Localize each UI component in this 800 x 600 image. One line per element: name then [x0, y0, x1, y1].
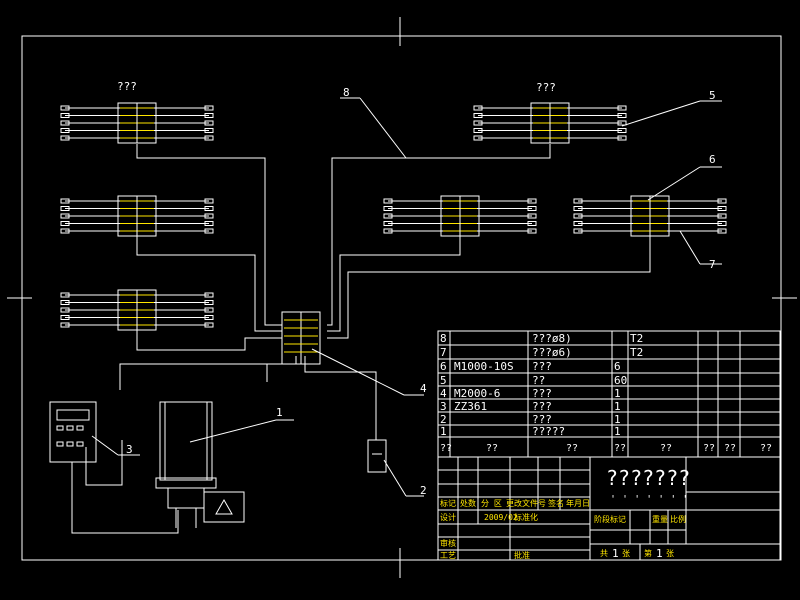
tb-total-label: 共: [600, 549, 608, 558]
tb-scale-label: 比例: [670, 514, 686, 524]
main-distributor: [281, 311, 321, 365]
callout-7: 7: [709, 258, 716, 271]
tb-stage-label: 阶段标记: [594, 514, 626, 524]
callout-2: 2: [420, 484, 427, 497]
distributor-block-mid-right: [573, 195, 727, 237]
bom-cell-qty: 1: [614, 387, 621, 400]
distributor-block-top-right: [473, 102, 627, 144]
bom-cell-qty: 1: [614, 413, 621, 426]
tb-approve-label: 批准: [514, 550, 530, 560]
callout-4: 4: [420, 382, 427, 395]
bom-cell-code: ZZ361: [454, 400, 487, 413]
bom-header-cell: ??: [440, 443, 452, 454]
group-label-right: ???: [536, 81, 556, 94]
leader-lines: [91, 97, 722, 497]
bom-header-cell: ??: [486, 443, 498, 454]
bom-cell-qty: 60: [614, 374, 627, 387]
drawing-frame: [7, 17, 797, 578]
distributor-block-mid-center: [383, 195, 537, 237]
pressure-switch: [367, 439, 387, 473]
bom-cell-qty: 1: [614, 425, 621, 438]
bom-cell-name: ??: [532, 374, 545, 387]
tb-date-value: 2009/02: [484, 513, 518, 522]
bom-cell-no: 2: [440, 413, 447, 426]
tb-std-label: 标准化: [514, 512, 538, 522]
distributor-block-bottom-left: [60, 289, 214, 331]
tb-weight-label: 重量: [652, 514, 668, 524]
bom-cell-no: 5: [440, 374, 447, 387]
bom-cell-mat: T2: [630, 346, 643, 359]
bom-cell-code: M1000-10S: [454, 360, 514, 373]
callout-1: 1: [276, 406, 283, 419]
bom-cell-name: ???: [532, 400, 552, 413]
tb-label-date: 年月日: [566, 498, 590, 508]
bom-cell-no: 1: [440, 425, 447, 438]
bom-header-cell: ??: [614, 443, 626, 454]
pump-assembly: [155, 401, 245, 528]
bom-cell-name: ???ø8): [532, 332, 572, 345]
tb-review-label: 审核: [440, 538, 456, 548]
bom-header-cell: ??: [724, 443, 736, 454]
controller-box: [49, 401, 97, 463]
callout-3: 3: [126, 443, 133, 456]
tb-label-mark: 标记: [440, 498, 456, 508]
tb-label-sign: 签名: [548, 498, 564, 508]
bom-cell-no: 7: [440, 346, 447, 359]
tb-label-count: 处数: [460, 498, 476, 508]
distributor-block-mid-left: [60, 195, 214, 237]
bom-header-cell: ??: [660, 443, 672, 454]
bom-cell-mat: T2: [630, 332, 643, 345]
bom-cell-no: 4: [440, 387, 447, 400]
group-label-left: ???: [117, 80, 137, 93]
tb-process-label: 工艺: [440, 551, 456, 560]
bom-cell-name: ???: [532, 360, 552, 373]
bom-cell-qty: 6: [614, 360, 621, 373]
bom-header-cell: ??: [703, 443, 715, 454]
distributor-blocks: [60, 102, 727, 331]
tb-page-suffix: 张: [666, 549, 674, 558]
title-block: [437, 456, 781, 561]
bom-cell-qty: 1: [614, 400, 621, 413]
tb-label-change-doc: 更改文件号: [506, 498, 546, 508]
tb-total-value: 1: [612, 547, 619, 560]
bom-header-cell: ??: [760, 443, 772, 454]
tb-sheet-label: 张: [622, 549, 630, 558]
bom-cell-no: 6: [440, 360, 447, 373]
bom-cell-name: ???: [532, 413, 552, 426]
bom-cell-no: 3: [440, 400, 447, 413]
bom-header-cell: ??: [566, 443, 578, 454]
drawing-title-marks: ' ' ' ' ' ' ': [610, 494, 688, 505]
bom-cell-name: ???ø6): [532, 346, 572, 359]
bom-cell-code: M2000-6: [454, 387, 500, 400]
tb-page-value: 1: [656, 547, 663, 560]
tb-design-label: 设计: [440, 512, 456, 522]
drawing-title: ???????: [606, 466, 690, 490]
bom-cell-no: 8: [440, 332, 447, 345]
bom-cell-name: ?????: [532, 425, 565, 438]
callout-6: 6: [709, 153, 716, 166]
tb-label-zone: 分 区: [481, 499, 502, 508]
tb-page-label: 第: [644, 548, 652, 558]
distributor-block-top-left: [60, 102, 214, 144]
callout-8: 8: [343, 86, 350, 99]
pipe-lines: [71, 144, 651, 534]
callout-5: 5: [709, 89, 716, 102]
bom-cell-name: ???: [532, 387, 552, 400]
